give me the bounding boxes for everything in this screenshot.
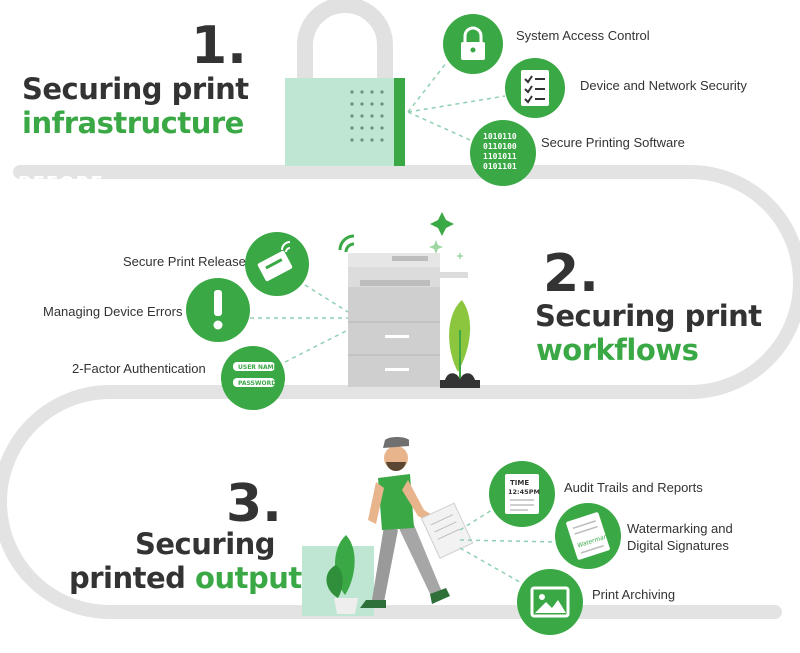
- time-value-text: 12:45PM: [508, 488, 540, 496]
- section2-item-label: Secure Print Release: [123, 254, 246, 269]
- section2-number: 2.: [543, 244, 599, 304]
- section1-title-line2: infrastructure: [22, 106, 244, 140]
- section2-item-label: Managing Device Errors: [43, 304, 183, 319]
- padlock-icon: [443, 14, 503, 74]
- login-user-text: USER NAME: [238, 364, 278, 371]
- watermark-icon: Watermark: [555, 503, 621, 569]
- svg-text:1101011: 1101011: [483, 152, 517, 161]
- login-pass-text: PASSWORD: [238, 380, 276, 387]
- section3-title-line2: printed output: [69, 561, 302, 595]
- section2-title-line1: Securing print: [535, 299, 762, 333]
- section3-item-label: Digital Signatures: [627, 538, 729, 553]
- time-label-text: TIME: [510, 479, 529, 487]
- section1-title-line1: Securing print: [22, 72, 249, 106]
- section2-title-line2: workflows: [536, 333, 699, 367]
- section3-item-label: Print Archiving: [592, 587, 676, 602]
- login-fields-icon: USER NAME PASSWORD: [221, 346, 285, 410]
- section3-title-line1: Securing: [135, 527, 276, 561]
- section3-item-label: Watermarking and: [627, 521, 733, 536]
- svg-text:0110100: 0110100: [483, 142, 517, 151]
- section3-number: 3.: [226, 474, 282, 534]
- padlock-body: [285, 78, 405, 166]
- section1-item-label: System Access Control: [516, 28, 650, 43]
- stage-during-label: DURING: [587, 396, 673, 417]
- svg-text:1010110: 1010110: [483, 132, 517, 141]
- timestamp-report-icon: TIME 12:45PM: [489, 461, 555, 527]
- image-archive-icon: [517, 569, 583, 635]
- card-tap-icon: [245, 232, 309, 296]
- section2-item-label: 2-Factor Authentication: [72, 361, 206, 376]
- connectors-section1: [407, 61, 506, 141]
- section3-title-output: output: [195, 561, 302, 595]
- padlock-edge: [394, 78, 405, 166]
- svg-text:0101101: 0101101: [483, 162, 517, 171]
- person-illustration: [360, 437, 474, 608]
- section3-title-printed: printed: [69, 561, 186, 595]
- section1-number: 1.: [191, 16, 247, 76]
- plant-illustration: [440, 300, 480, 388]
- connectors-section3: [459, 504, 557, 586]
- section1-item-label: Device and Network Security: [580, 78, 747, 93]
- section3-item-label: Audit Trails and Reports: [564, 480, 703, 495]
- stage-after-label: AFTER: [135, 622, 205, 643]
- padlock-dots: [350, 90, 384, 142]
- padlock-shackle: [297, 0, 393, 98]
- binary-code-icon: 1010110 0110100 1101011 0101101: [470, 120, 536, 186]
- padlock-illustration: [285, 0, 405, 166]
- section1-item-label: Secure Printing Software: [541, 135, 685, 150]
- journey-track: [0, 165, 800, 619]
- checklist-icon: [505, 58, 565, 118]
- printer-illustration: [338, 212, 468, 387]
- potted-plant-illustration: [302, 535, 374, 616]
- connectors-section2: [250, 284, 349, 363]
- stage-before-label: BEFORE: [18, 173, 104, 194]
- exclamation-icon: [186, 278, 250, 342]
